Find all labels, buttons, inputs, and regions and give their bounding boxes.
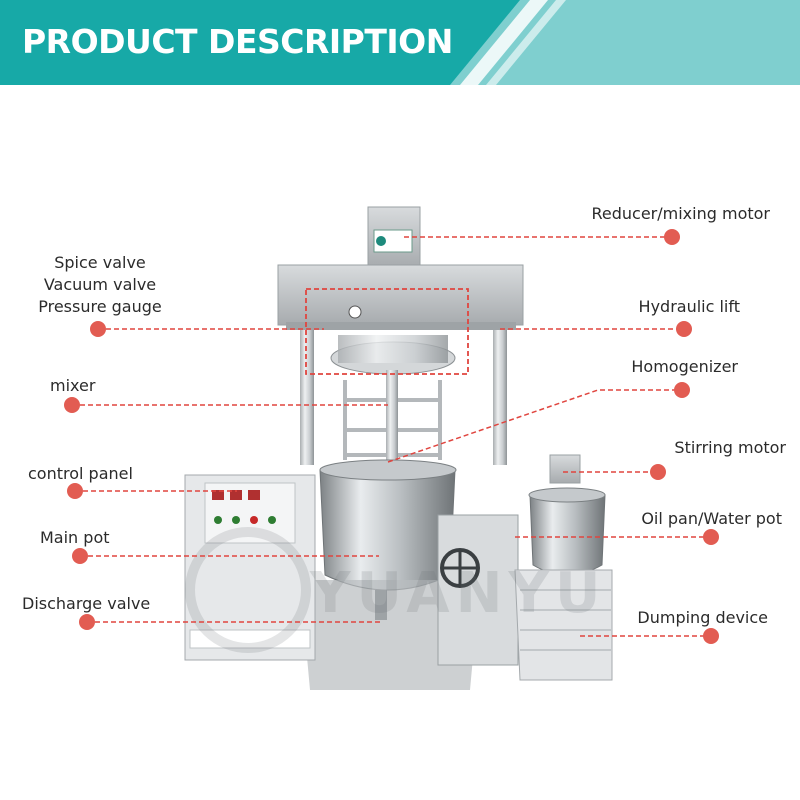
label-reducer-mixing-motor: Reducer/mixing motor [591,204,771,223]
banner-background [0,0,800,85]
label-oil-pan-water-pot: Oil pan/Water pot [641,509,782,528]
dot-oil-pan-water-pot [703,529,719,545]
label-vacuum-valve: Vacuum valve [43,275,157,294]
page-title: PRODUCT DESCRIPTION [22,22,453,61]
gear-housing [437,514,519,666]
label-control-panel: control panel [28,464,133,483]
dot-dumping-device [703,628,719,644]
label-pressure-gauge: Pressure gauge [38,297,162,316]
left-lift-column [300,330,314,465]
valve-highlight-box [305,288,469,375]
watermark-logo [185,527,311,653]
control-buttons [212,490,276,524]
dot-hydraulic-lift [676,321,692,337]
watermark-brand: YUANYU [309,561,607,626]
label-stirring-motor: Stirring motor [674,438,786,457]
stirring-motor-body [549,454,581,484]
dot-reducer-mixing-motor [664,229,680,245]
dot-mixer [64,397,80,413]
dot-spice-vacuum-pressure [90,321,106,337]
dot-control-panel [67,483,83,499]
leader-lines [72,236,711,637]
label-homogenizer: Homogenizer [631,357,738,376]
discharge-valve-body [375,590,387,620]
dot-stirring-motor [650,464,666,480]
label-hydraulic-lift: Hydraulic lift [638,297,740,316]
header-banner: PRODUCT DESCRIPTION [0,0,800,85]
callout-dots [64,229,719,644]
right-lift-column [493,330,507,465]
label-mixer: mixer [50,376,96,395]
dot-main-pot [72,548,88,564]
label-spice-vacuum-pressure: Spice valve Vacuum valve Pressure gauge [30,252,170,318]
label-dumping-device: Dumping device [637,608,768,627]
dot-homogenizer [674,382,690,398]
dot-discharge-valve [79,614,95,630]
label-spice-valve: Spice valve [54,253,146,272]
label-discharge-valve: Discharge valve [22,594,151,613]
label-main-pot: Main pot [40,528,110,547]
motor-nameplate [373,229,413,253]
lifting-crossbeam [277,264,524,326]
dumping-platform [514,569,613,681]
